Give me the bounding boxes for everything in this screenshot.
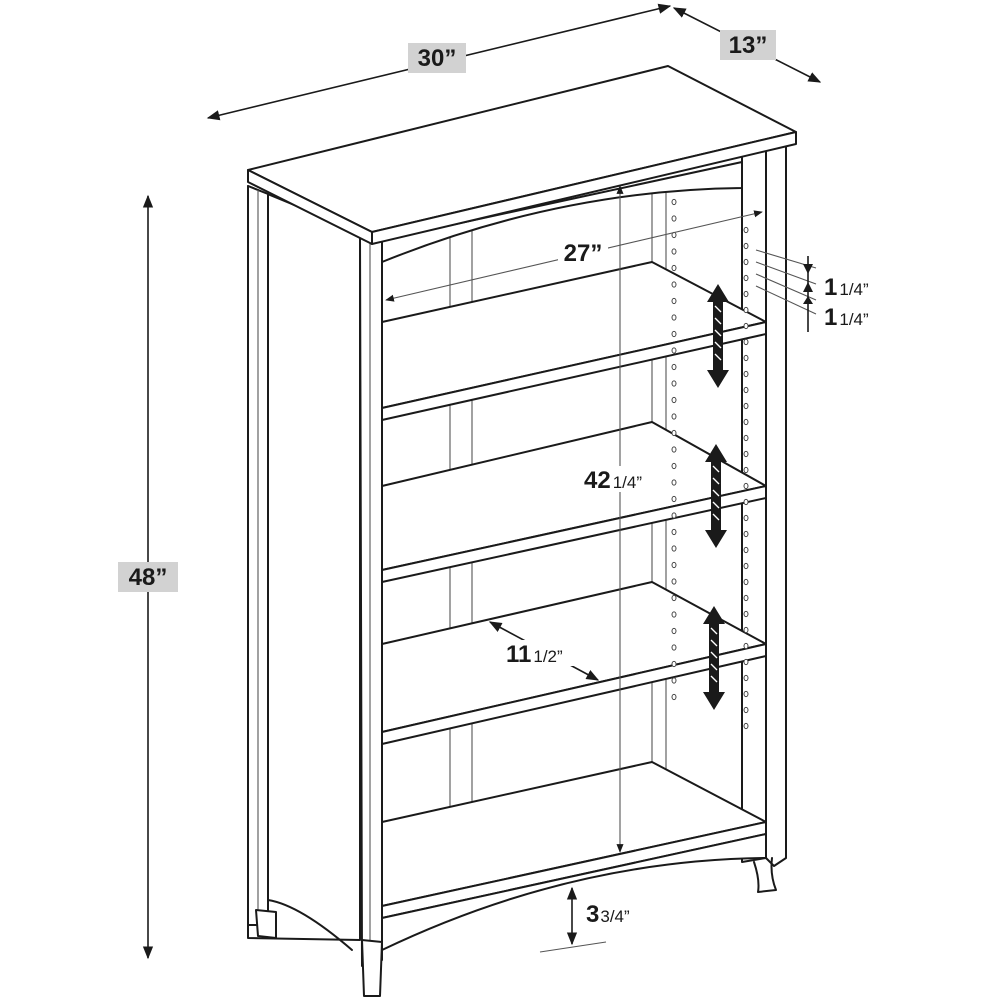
bookcase [247, 65, 797, 997]
shelf-pin-hole [743, 530, 749, 538]
shelf-pin-hole [671, 429, 677, 437]
shelf-pin-hole [743, 658, 749, 666]
shelf-pin-hole [671, 677, 677, 684]
shelf-pin-hole [743, 546, 749, 554]
shelf-pin-hole [671, 446, 677, 453]
shelf-pin-hole [743, 466, 749, 474]
width-label-bg [408, 43, 466, 73]
height-label-bg [118, 562, 178, 592]
shelf-pin-hole [743, 722, 749, 730]
shelf-pin-hole [743, 674, 749, 682]
front-left-stile [359, 235, 383, 967]
shelf-2 [381, 421, 767, 583]
shelf-pin-hole [743, 450, 749, 458]
shelf-pin-hole [671, 611, 677, 618]
shelf-pin-hole [671, 578, 677, 585]
shelf-pin-hole [743, 354, 749, 362]
shelf-pin-hole [671, 627, 677, 635]
right-side-panel [741, 145, 787, 893]
shelf-pin-hole [671, 479, 677, 486]
shelf-pin-hole [671, 545, 677, 552]
shelf-pin-hole [743, 706, 749, 714]
kick-plate [381, 833, 767, 951]
shelf-pin-hole [671, 330, 677, 338]
depth-dimension: 13” [672, 7, 822, 83]
shelf-pin-hole [671, 248, 677, 255]
front-left-leg [361, 939, 383, 997]
shelf-pin-hole [671, 512, 677, 519]
shelf-pin-hole [671, 495, 677, 503]
shelf-pin-hole [671, 314, 677, 321]
shelf-pin-hole [743, 370, 749, 378]
shelf-pin-hole [743, 610, 749, 618]
shelf-pin-hole [743, 498, 749, 506]
shelf-pin-hole [743, 258, 749, 266]
shelf-pin-hole [743, 434, 749, 442]
shelf-pin-hole [671, 561, 677, 569]
base-clearance-dimension: 33/4” [539, 886, 630, 953]
shelf-pin-hole [743, 322, 749, 330]
shelf-pin-hole [671, 198, 677, 206]
shelf-pin-hole [671, 297, 677, 305]
shelf-pin-hole [671, 528, 677, 536]
shelf-pin-hole [671, 347, 677, 354]
shelf-pin-hole [671, 644, 677, 651]
shelf-pin-hole [671, 380, 677, 387]
shelf-pin-hole [743, 690, 749, 698]
shelf-pin-hole [671, 281, 677, 288]
shelf-pin-hole [743, 514, 749, 522]
shelf-pin-hole [671, 413, 677, 420]
shelf-pin-hole [743, 562, 749, 570]
shelf-pin-hole [671, 396, 677, 404]
interior-width-dimension: 27” [385, 210, 763, 302]
shelf-pin-hole [743, 594, 749, 602]
shelf-pin-hole [743, 290, 749, 298]
shelf-pin-hole [743, 578, 749, 586]
shelf-pin-hole [671, 462, 677, 470]
shelf-pin-hole [743, 418, 749, 426]
shelf-pin-hole [671, 215, 677, 222]
width-label: 30” [418, 45, 457, 72]
shelf-pin-hole [671, 594, 677, 602]
shelf-pin-hole [671, 264, 677, 272]
shelf-pin-hole [743, 226, 749, 234]
shelf-pin-hole [743, 242, 749, 250]
height-label: 48” [129, 564, 168, 591]
depth-label: 13” [729, 32, 768, 59]
shelf-pin-hole [743, 306, 749, 314]
shelf-pin-hole [743, 402, 749, 410]
interior-width-label: 27” [564, 240, 603, 267]
shelf-pin-hole [671, 693, 677, 701]
shelf-pin-hole [743, 642, 749, 650]
shelf-pin-hole [743, 338, 749, 346]
shelf-pin-hole [743, 274, 749, 282]
height-dimension: 48” [118, 194, 178, 960]
shelf-pin-hole [671, 660, 677, 668]
left-side-panel [247, 185, 361, 951]
base-clearance-label: 33/4” [586, 901, 630, 928]
shelf-pin-hole [671, 363, 677, 371]
width-dimension: 30” [206, 3, 672, 121]
shelf-pin-hole [743, 482, 749, 490]
shelf-pin-hole [743, 626, 749, 634]
shelf-pin-hole [743, 386, 749, 394]
depth-label-bg [720, 30, 776, 60]
